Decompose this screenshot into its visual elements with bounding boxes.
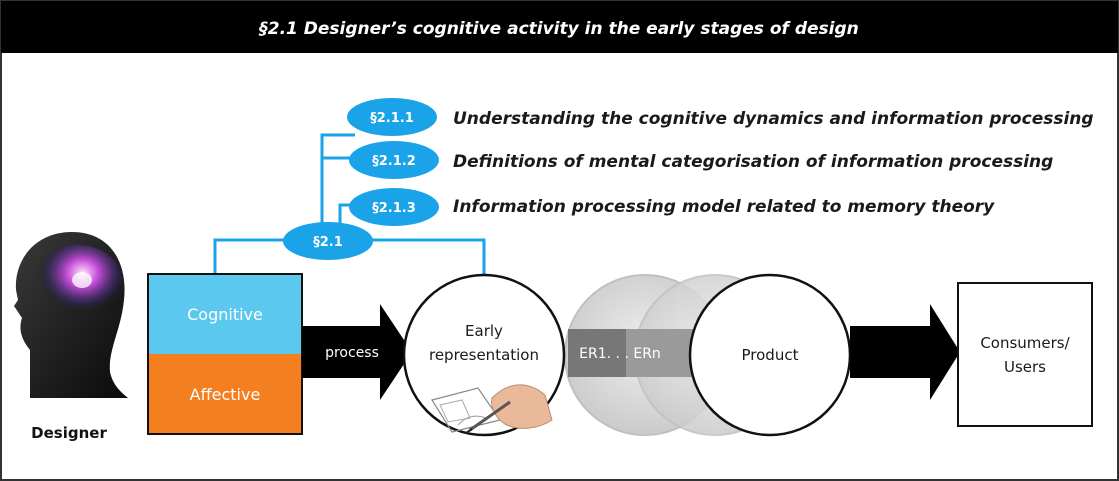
section-desc-3: Information processing model related to … — [453, 197, 995, 217]
designer-label: Designer — [31, 424, 107, 442]
er-band: ER1. . . ERn — [568, 329, 706, 377]
sketching-hand-icon — [431, 384, 553, 434]
affective-box — [148, 354, 302, 434]
section-badge-2-label: §2.1.2 — [372, 154, 416, 169]
process-label: process — [325, 345, 379, 361]
early-representation-line2: representation — [429, 346, 539, 364]
consumers-line1: Consumers/ — [980, 334, 1070, 352]
section-desc-1: Understanding the cognitive dynamics and… — [453, 109, 1094, 129]
section-badge-3: §2.1.3 — [349, 188, 439, 226]
connector-early-representation — [360, 238, 486, 277]
main-section-badge: §2.1 — [283, 222, 373, 260]
consumer-arrow — [850, 304, 960, 400]
designer-head-icon — [14, 232, 128, 398]
cognitive-affective-stack: Cognitive Affective — [147, 273, 303, 435]
cognitive-box — [148, 274, 302, 354]
connector-cognitive — [213, 238, 300, 277]
section-desc-2: Definitions of mental categorisation of … — [453, 152, 1053, 172]
connector-section-1 — [320, 133, 355, 233]
section-badge-1-label: §2.1.1 — [370, 111, 414, 126]
title-bar: §2.1 Designer’s cognitive activity in th… — [1, 1, 1118, 53]
main-section-label: §2.1 — [313, 235, 343, 250]
consumers-box: Consumers/ Users — [957, 282, 1093, 427]
section-badge-2: §2.1.2 — [349, 141, 439, 179]
connector-lines — [213, 133, 486, 277]
early-representation-line1: Early — [465, 322, 503, 340]
section-badge-1: §2.1.1 — [347, 98, 437, 136]
diagram-title: §2.1 Designer’s cognitive activity in th… — [258, 19, 859, 39]
er-label: ER1. . . ERn — [579, 346, 661, 362]
section-badge-3-label: §2.1.3 — [372, 201, 416, 216]
cognitive-label: Cognitive — [187, 305, 263, 324]
connector-section-3 — [338, 203, 352, 228]
product-node: Product — [688, 273, 852, 437]
product-label: Product — [742, 346, 799, 364]
consumers-line2: Users — [1004, 358, 1046, 376]
affective-label: Affective — [190, 385, 261, 404]
process-arrow: process — [302, 304, 412, 400]
